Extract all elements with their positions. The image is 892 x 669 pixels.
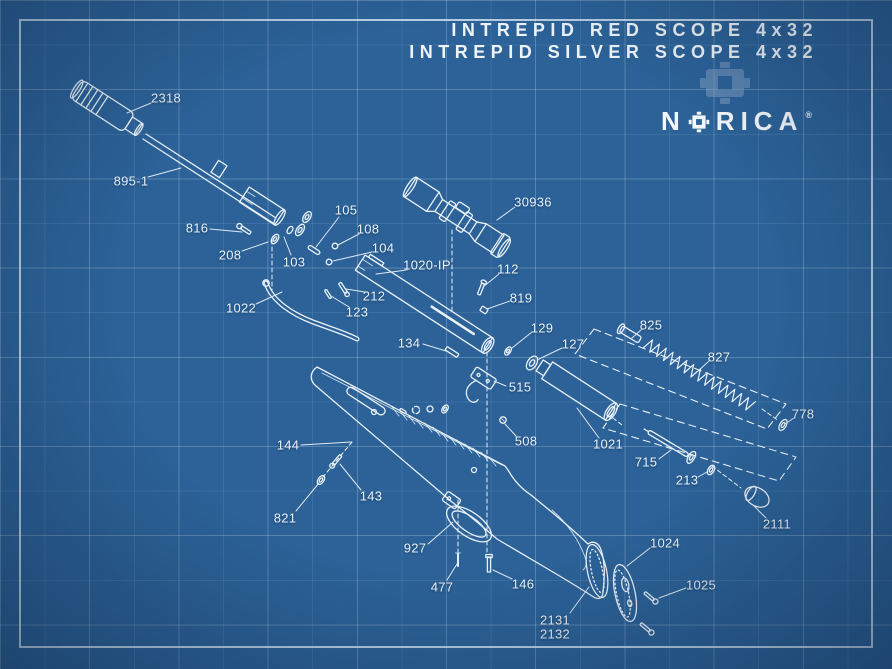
part-label-477: 477: [430, 579, 454, 595]
part-label-146: 146: [511, 576, 535, 592]
part-label-895-1: 895-1: [113, 173, 149, 189]
crosshair-watermark-icon: [700, 62, 750, 104]
part-label-1025: 1025: [685, 577, 717, 593]
part-label-927: 927: [403, 540, 427, 556]
part-label-123: 123: [345, 304, 369, 320]
part-label-105: 105: [334, 202, 358, 218]
brand-text-suffix: RICA: [715, 106, 804, 136]
part-label-816: 816: [185, 220, 209, 236]
part-label-129: 129: [530, 320, 554, 336]
part-label-112: 112: [497, 261, 519, 277]
part-label-213: 213: [675, 472, 699, 488]
part-label-2111: 2111: [762, 516, 792, 532]
part-label-143: 143: [359, 488, 383, 504]
title-block: INTREPID RED SCOPE 4x32 INTREPID SILVER …: [409, 20, 818, 63]
part-label-208: 208: [218, 247, 242, 263]
title-line-1: INTREPID RED SCOPE 4x32: [451, 20, 818, 40]
part-label-108: 108: [356, 221, 380, 237]
part-label-821: 821: [273, 510, 297, 526]
part-label-212: 212: [362, 288, 386, 304]
part-label-144: 144: [276, 437, 300, 453]
part-label-2132: 2132: [539, 626, 571, 642]
part-label-508: 508: [514, 433, 538, 449]
part-label-778: 778: [791, 406, 815, 422]
part-label-515: 515: [508, 379, 532, 395]
registered-mark: ®: [805, 109, 812, 120]
part-label-2131: 2131: [539, 612, 571, 628]
part-label-1021: 1021: [592, 436, 624, 452]
part-label-1022: 1022: [225, 300, 257, 316]
part-label-30936: 30936: [514, 194, 552, 210]
part-label-1024: 1024: [649, 535, 681, 551]
norica-o-icon: [688, 111, 710, 132]
part-label-827: 827: [707, 349, 731, 365]
part-label-1020-IP: 1020-IP: [403, 257, 451, 273]
part-label-104: 104: [371, 240, 395, 256]
part-label-715: 715: [634, 454, 658, 470]
part-label-127: 127: [561, 336, 585, 352]
part-label-819: 819: [509, 290, 533, 306]
brand-logo: N RICA ®: [661, 106, 812, 137]
title-line-2: INTREPID SILVER SCOPE 4x32: [409, 41, 818, 62]
part-label-134: 134: [397, 335, 421, 351]
part-label-2318: 2318: [150, 90, 182, 106]
part-label-825: 825: [639, 317, 663, 333]
brand-text-prefix: N: [661, 106, 686, 136]
part-label-103: 103: [282, 254, 306, 270]
